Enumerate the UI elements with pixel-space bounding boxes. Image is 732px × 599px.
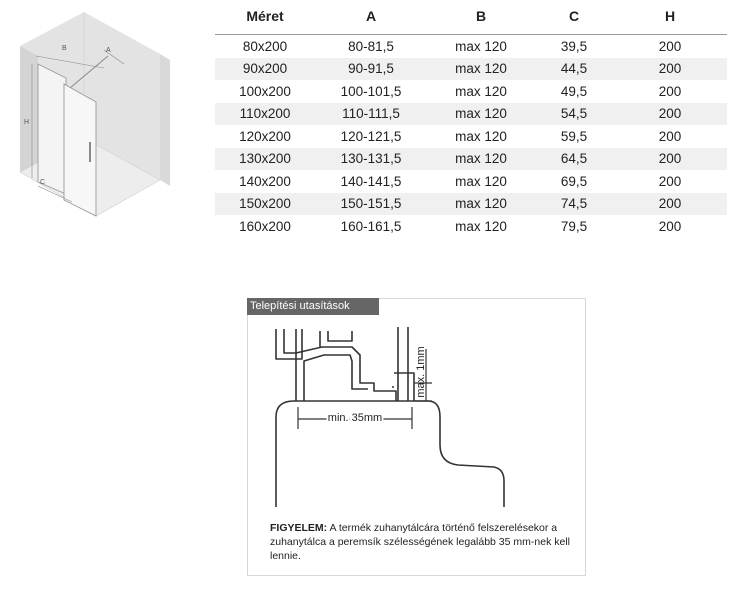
sliding-glass-panel [63, 83, 97, 217]
header-meret: Méret [246, 8, 284, 24]
profile-cross-section-diagram: min. 35mm max. 1mm [275, 327, 505, 507]
table-header-row: Méret A B C H [215, 4, 727, 35]
dimension-line-a [103, 49, 125, 65]
installation-title: Telepítési utasítások [247, 298, 379, 315]
wall-profile-inner [283, 329, 297, 354]
header-c: C [568, 8, 580, 24]
label-c: C [40, 179, 45, 186]
warning-label: FIGYELEM: [270, 522, 328, 534]
cell-c: 64,5 [535, 147, 613, 170]
installation-instructions-box: Telepítési utasítások min. 35mm [247, 298, 586, 576]
header-b: B [475, 8, 487, 24]
cell-h: 200 [613, 102, 727, 125]
fixed-glass-panel [37, 63, 67, 195]
cell-meret: 90x200 [215, 57, 315, 80]
dimension-line-b [35, 55, 105, 69]
table-row: 100x200 100-101,5 max 120 49,5 200 [215, 80, 727, 103]
cell-meret: 160x200 [239, 218, 291, 234]
cell-c: 54,5 [535, 102, 613, 125]
cell-meret: 100x200 [239, 83, 291, 99]
cell-meret: 120x200 [239, 128, 291, 144]
cell-b: max 120 [455, 83, 507, 99]
cell-b: max 120 [455, 38, 507, 54]
cell-c: 69,5 [560, 173, 588, 189]
cell-meret: 140x200 [239, 173, 291, 189]
table-row: 120x200 120-121,5 max 120 59,5 200 [215, 125, 727, 148]
cell-meret: 130x200 [215, 147, 315, 170]
cell-c: 49,5 [560, 83, 588, 99]
table-row: 90x200 90-91,5 max 120 44,5 200 [215, 57, 727, 80]
bracket-top [319, 331, 353, 347]
dimension-line-c [37, 185, 73, 203]
cell-a: 130-131,5 [315, 147, 427, 170]
label-b: B [62, 45, 67, 52]
cell-h: 200 [658, 128, 682, 144]
cell-a: 160-161,5 [340, 218, 402, 234]
cell-b: max 120 [427, 192, 535, 215]
cell-a: 120-121,5 [340, 128, 402, 144]
table-row: 80x200 80-81,5 max 120 39,5 200 [215, 35, 727, 58]
cell-h: 200 [658, 83, 682, 99]
size-table: Méret A B C H 80x200 80-81,5 max 120 39,… [215, 4, 727, 238]
cell-c: 59,5 [560, 128, 588, 144]
cell-a: 110-111,5 [315, 102, 427, 125]
header-h: H [664, 8, 676, 24]
cell-c: 39,5 [560, 38, 588, 54]
header-a: A [365, 8, 377, 24]
warning-note: FIGYELEM: A termék zuhanytálcára történő… [270, 521, 575, 563]
cell-b: max 120 [427, 57, 535, 80]
wall-profile-left [275, 329, 303, 360]
glass-panel [397, 327, 409, 401]
max-dimension-label: max. 1mm [415, 346, 427, 397]
right-wall [160, 54, 170, 186]
cell-a: 150-151,5 [315, 192, 427, 215]
cell-meret: 110x200 [215, 102, 315, 125]
cell-a: 80-81,5 [348, 38, 394, 54]
table-row: 150x200 150-151,5 max 120 74,5 200 [215, 192, 727, 215]
cell-b: max 120 [455, 128, 507, 144]
cell-c: 74,5 [535, 192, 613, 215]
cell-h: 200 [658, 173, 682, 189]
min-dimension-label: min. 35mm [328, 412, 382, 424]
cell-h: 200 [613, 192, 727, 215]
cell-a: 100-101,5 [340, 83, 402, 99]
cell-a: 140-141,5 [340, 173, 402, 189]
cell-c: 79,5 [560, 218, 588, 234]
cell-meret: 80x200 [242, 38, 288, 54]
table-row: 110x200 110-111,5 max 120 54,5 200 [215, 102, 727, 125]
table-row: 130x200 130-131,5 max 120 64,5 200 [215, 147, 727, 170]
cell-h: 200 [658, 218, 682, 234]
cell-b: max 120 [427, 102, 535, 125]
cell-h: 200 [613, 57, 727, 80]
cell-h: 200 [613, 147, 727, 170]
cell-b: max 120 [455, 173, 507, 189]
cell-h: 200 [658, 38, 682, 54]
shower-isometric-diagram: B A H C [19, 12, 170, 217]
cell-b: max 120 [455, 218, 507, 234]
cell-b: max 120 [427, 147, 535, 170]
shower-tray-outline [275, 400, 505, 507]
warning-text: A termék zuhanytálcára történő felszerel… [270, 522, 570, 562]
label-a: A [106, 47, 111, 54]
cell-a: 90-91,5 [315, 57, 427, 80]
aluminium-profile [295, 346, 397, 401]
cell-meret: 150x200 [215, 192, 315, 215]
table-row: 140x200 140-141,5 max 120 69,5 200 [215, 170, 727, 193]
label-h: H [24, 119, 29, 126]
cell-c: 44,5 [535, 57, 613, 80]
glass-clip [392, 372, 415, 401]
stabilizer-bar [69, 55, 109, 89]
table-row: 160x200 160-161,5 max 120 79,5 200 [215, 215, 727, 238]
aluminium-profile-inner [303, 354, 368, 401]
left-wall-face [20, 46, 38, 182]
